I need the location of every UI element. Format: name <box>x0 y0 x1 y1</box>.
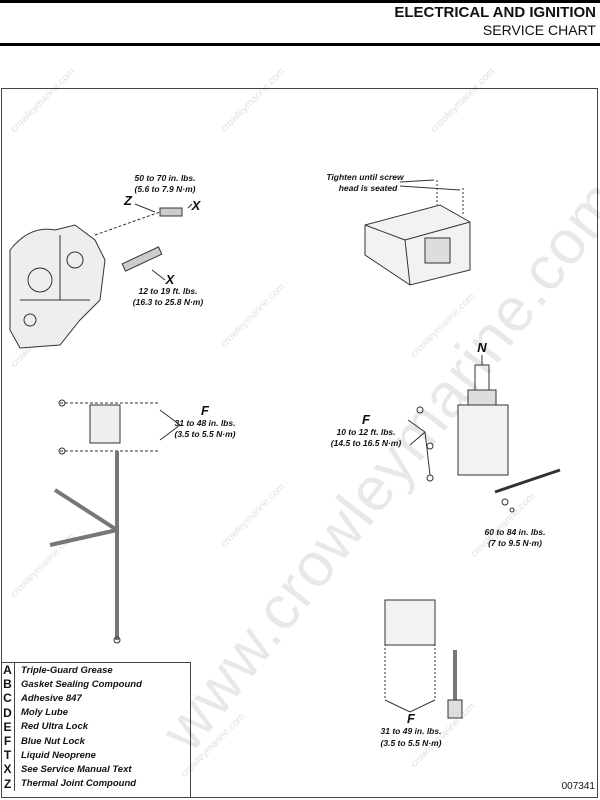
starter-torque-line2: (14.5 to 16.5 N·m) <box>330 438 402 448</box>
ignition-coil-illustration <box>384 599 463 719</box>
coil-torque-line1: 31 to 49 in. lbs. <box>380 726 442 736</box>
solenoid-f-label: F <box>201 403 209 418</box>
plug-torque-line2: (16.3 to 25.8 N·m) <box>132 297 204 307</box>
legend-row: Z Thermal Joint Compound <box>1 776 190 791</box>
sealant-legend: A Triple-Guard Grease B Gasket Sealing Com… <box>1 662 191 798</box>
starter-f-label: F <box>362 412 370 427</box>
legend-row: X See Service Manual Text <box>1 762 190 777</box>
header-top-rule <box>0 0 600 3</box>
legend-label: See Service Manual Text <box>21 763 132 775</box>
legend-label: Triple-Guard Grease <box>21 664 113 676</box>
sensor-x-label: X <box>191 198 201 213</box>
legend-label: Gasket Sealing Compound <box>21 678 142 690</box>
legend-key: Z <box>1 776 15 791</box>
legend-row: B Gasket Sealing Compound <box>1 677 190 692</box>
cable-torque-line2: (7 to 9.5 N·m) <box>488 538 542 548</box>
engine-block-illustration <box>9 224 106 349</box>
starter-motor-illustration <box>407 355 561 513</box>
ecm-note-line2: head is seated <box>338 183 398 193</box>
sensor-z-label: Z <box>124 193 132 208</box>
legend-key: F <box>1 733 15 749</box>
ecm-module-illustration <box>364 179 471 286</box>
legend-row: A Triple-Guard Grease <box>1 663 190 678</box>
starter-torque-line1: 10 to 12 ft. lbs. <box>336 427 396 437</box>
legend-key: E <box>1 719 15 734</box>
starter-n-label: N <box>477 340 487 355</box>
legend-label: Thermal Joint Compound <box>21 778 137 790</box>
legend-key: C <box>1 691 15 706</box>
legend-key: X <box>1 762 15 777</box>
plug-torque-line1: 12 to 19 ft. lbs. <box>138 286 198 296</box>
page-subtitle: SERVICE CHART <box>482 22 596 38</box>
legend-label: Liquid Neoprene <box>21 749 96 761</box>
legend-label: Blue Nut Lock <box>21 735 85 747</box>
legend-key: A <box>1 663 15 678</box>
header-rule <box>0 43 600 46</box>
sensor-torque-line1: 50 to 70 in. lbs. <box>134 173 196 183</box>
solenoid-torque-line1: 31 to 48 in. lbs. <box>174 418 236 428</box>
page-title: ELECTRICAL AND IGNITION <box>394 4 596 21</box>
spark-plug-illustration <box>121 246 166 281</box>
solenoid-torque-line2: (3.5 to 5.5 N·m) <box>174 429 236 439</box>
legend-label: Adhesive 847 <box>21 692 82 704</box>
coil-f-label: F <box>407 711 415 726</box>
legend-key: D <box>1 705 15 720</box>
cable-torque-line1: 60 to 84 in. lbs. <box>484 527 546 537</box>
figure-number: 007341 <box>561 781 595 792</box>
temperature-sensor-illustration <box>94 203 193 236</box>
ecm-note-line1: Tighten until screw <box>326 172 404 182</box>
legend-row: T Liquid Neoprene <box>1 748 190 763</box>
starter-solenoid-illustration <box>49 399 181 644</box>
diagram-frame <box>1 88 598 798</box>
legend-row: E Red Ultra Lock <box>1 719 190 734</box>
legend-key: T <box>1 748 15 763</box>
sensor-torque-line2: (5.6 to 7.9 N·m) <box>134 184 196 194</box>
legend-key: B <box>1 677 15 692</box>
plug-x-label: X <box>165 272 175 287</box>
legend-row: D Moly Lube <box>1 705 190 720</box>
legend-row: F Blue Nut Lock <box>1 733 190 749</box>
legend-row: C Adhesive 847 <box>1 691 190 706</box>
legend-label: Moly Lube <box>21 707 68 719</box>
coil-torque-line2: (3.5 to 5.5 N·m) <box>380 738 442 748</box>
legend-label: Red Ultra Lock <box>21 721 89 733</box>
